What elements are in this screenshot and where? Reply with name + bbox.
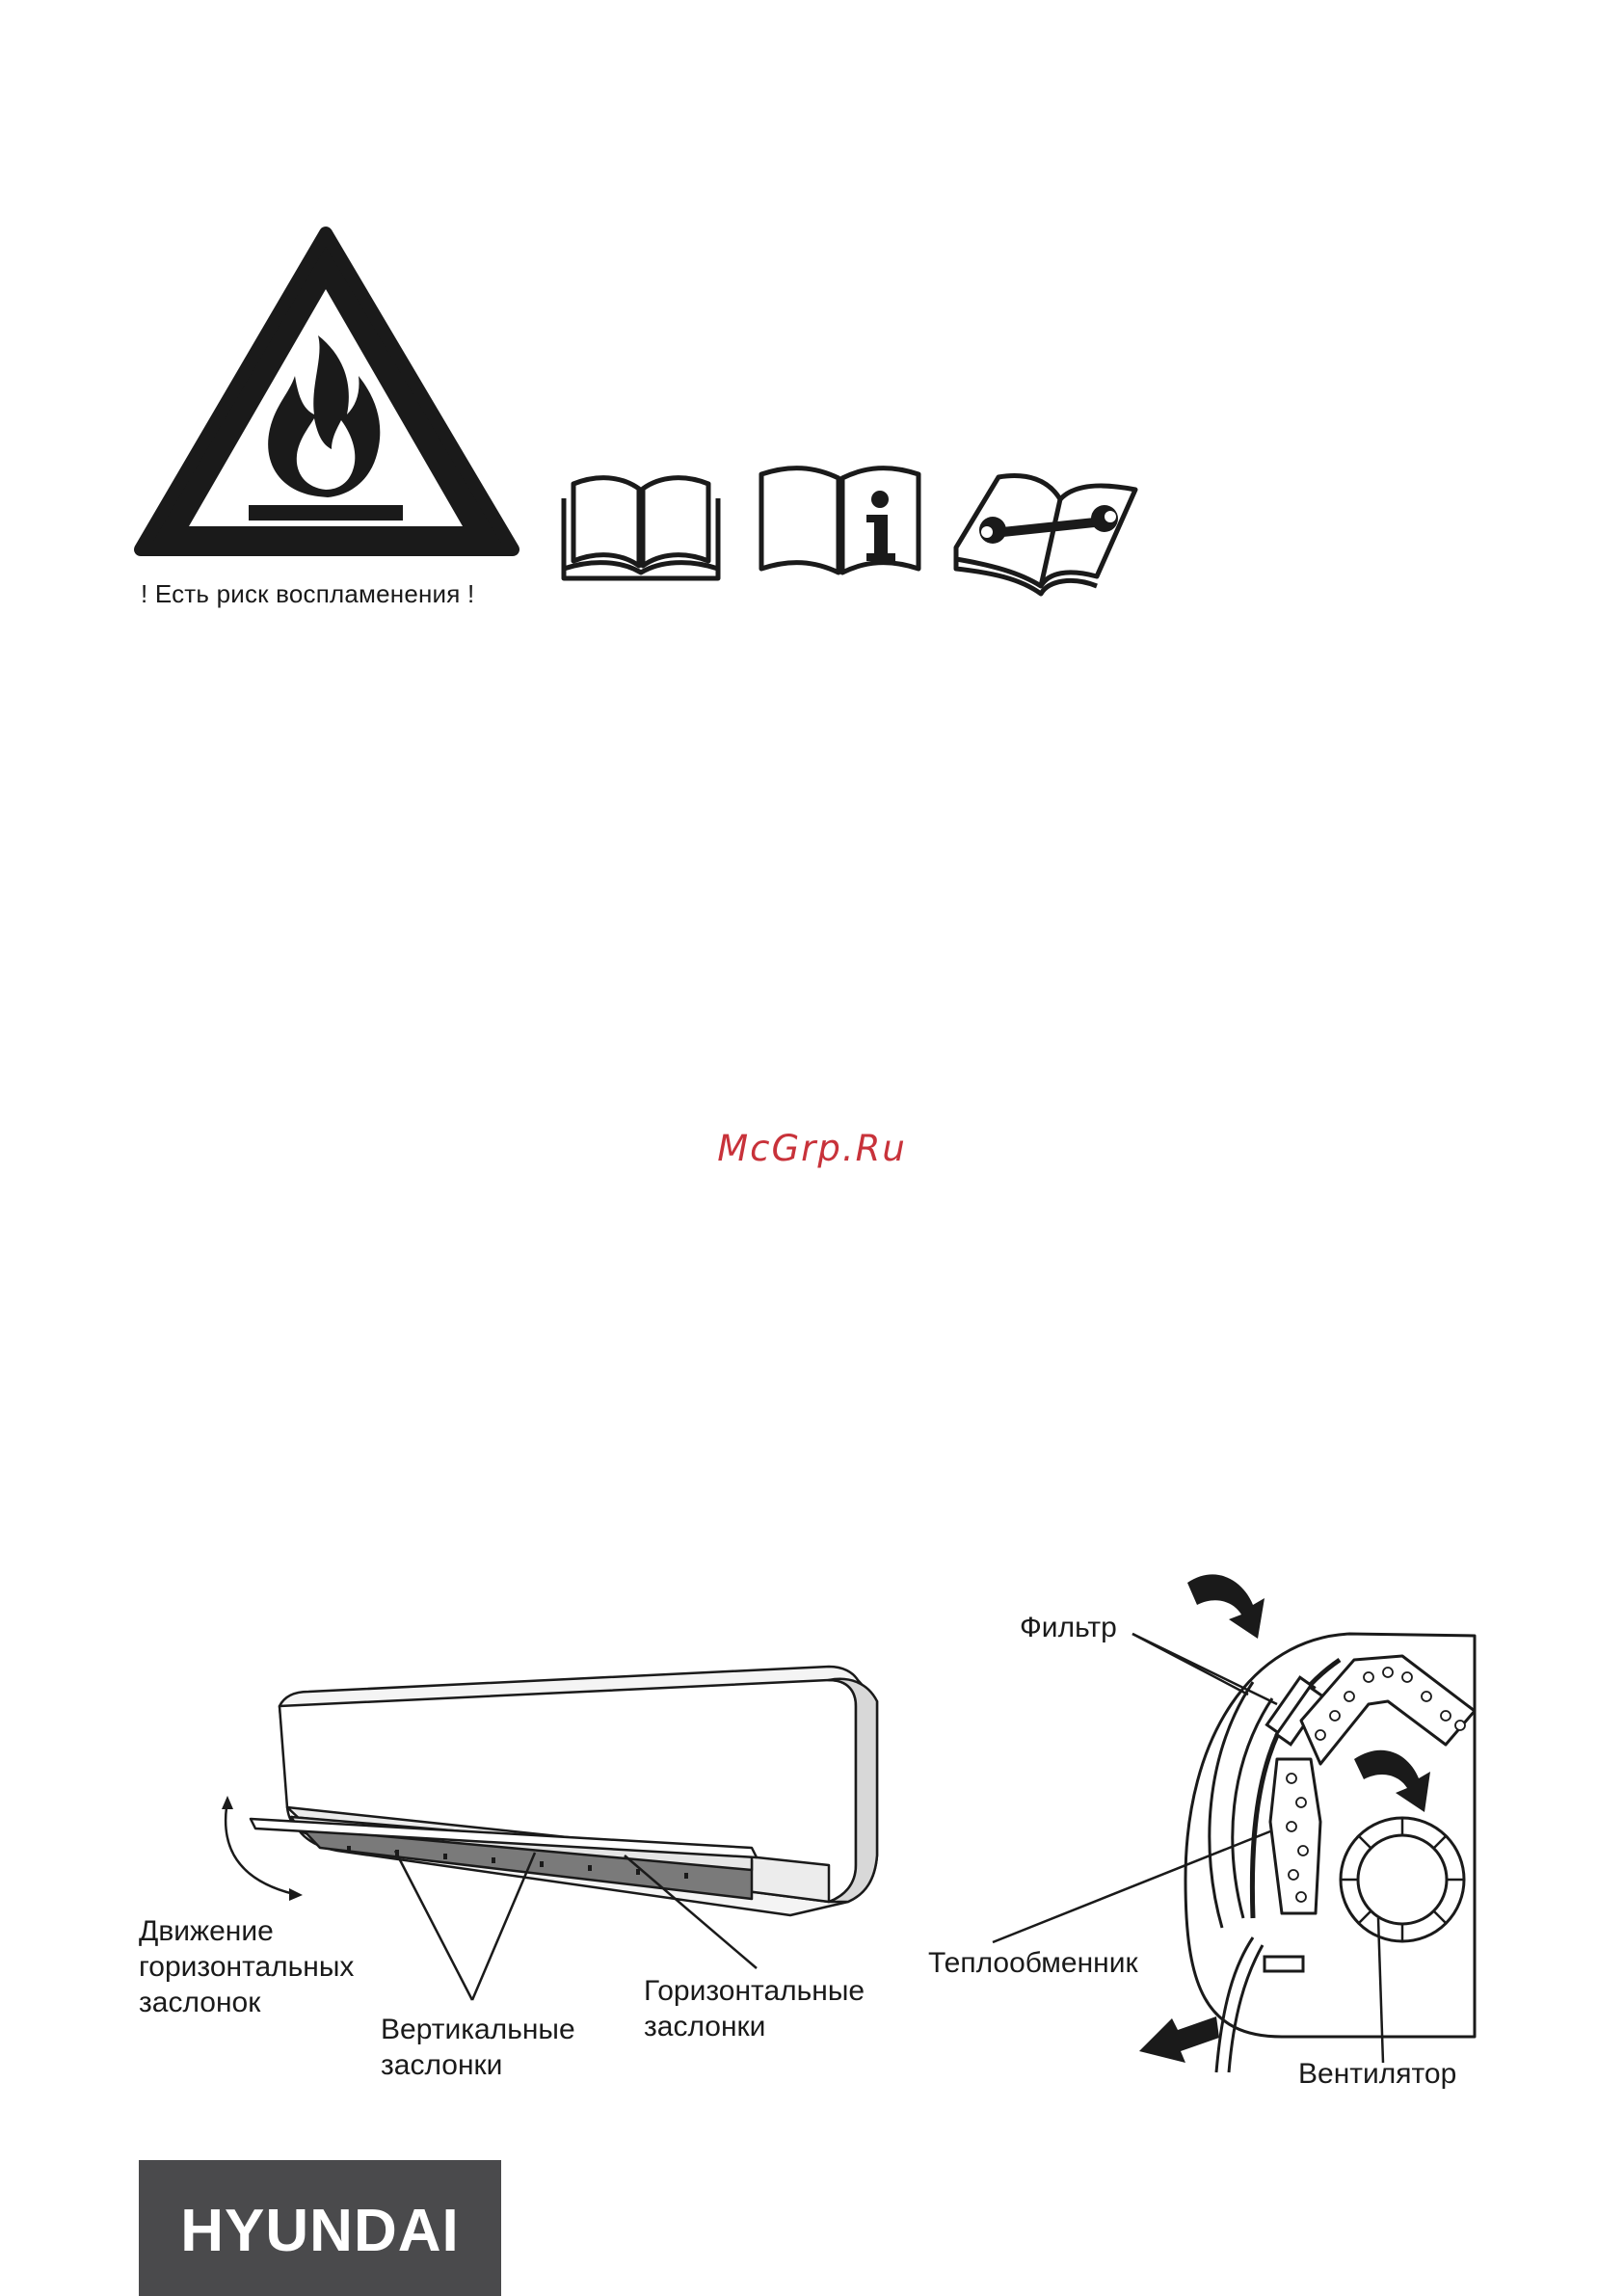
brand-logo: HYUNDAI [139,2160,501,2296]
label-fan: Вентилятор [1298,2056,1456,2092]
label-heat-exchanger: Теплообменник [928,1945,1138,1981]
brand-logo-text: HYUNDAI [139,2197,501,2265]
label-filter: Фильтр [1020,1610,1117,1645]
